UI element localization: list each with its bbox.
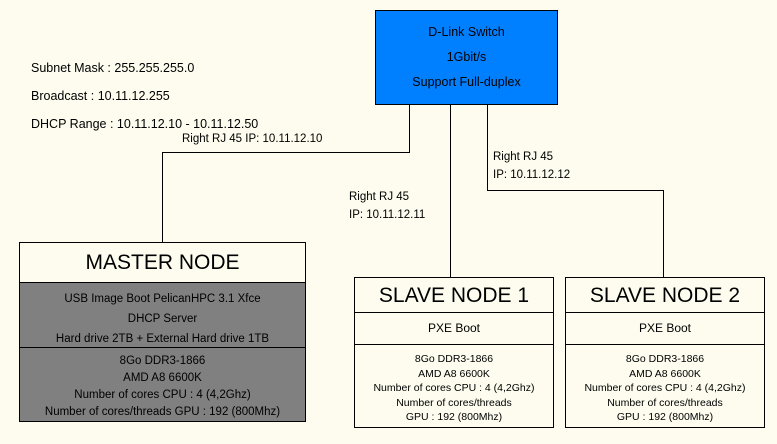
broadcast-text: Broadcast : 10.11.12.255	[31, 89, 170, 103]
network-settings-block: Subnet Mask : 255.255.255.0 Broadcast : …	[31, 54, 258, 138]
slave-node-2-specs-section: 8Go DDR3-1866 AMD A8 6600K Number of cor…	[566, 344, 764, 427]
subnet-mask-text: Subnet Mask : 255.255.255.0	[31, 61, 195, 75]
slave-node-1-specs-section: 8Go DDR3-1866 AMD A8 6600K Number of cor…	[355, 344, 553, 427]
switch-speed: 1Gbit/s	[446, 50, 487, 64]
master-spec-line-3: Number of cores CPU : 4 (4,2Ghz)	[74, 389, 251, 401]
master-node-title: MASTER NODE	[20, 243, 305, 283]
link-label-master-text: Right RJ 45 IP: 10.11.12.10	[182, 133, 323, 145]
slave-node-1-spec-line-5: GPU : 192 (800Mhz)	[405, 411, 503, 423]
slave-node-1-title: SLAVE NODE 1	[355, 278, 553, 313]
switch-duplex: Support Full-duplex	[412, 75, 521, 89]
slave-node-2: SLAVE NODE 2 PXE Boot 8Go DDR3-1866 AMD …	[565, 277, 765, 428]
master-node: MASTER NODE USB Image Boot PelicanHPC 3.…	[19, 242, 306, 422]
slave-node-2-spec-line-1: 8Go DDR3-1866	[625, 353, 705, 365]
link-label-slave2-port: Right RJ 45	[493, 151, 554, 163]
master-node-specs-section: 8Go DDR3-1866 AMD A8 6600K Number of cor…	[20, 347, 305, 421]
slave-node-1-spec-line-4: Number of cores/threads	[396, 396, 512, 409]
link-label-slave1-ip: IP: 10.11.12.11	[349, 209, 426, 221]
slave-node-1-boot-section: PXE Boot	[355, 313, 553, 344]
link-label-slave1-port: Right RJ 45	[349, 191, 410, 203]
master-node-boot-section: USB Image Boot PelicanHPC 3.1 Xfce DHCP …	[20, 283, 305, 347]
connector-slave1-vertical	[450, 105, 451, 278]
master-spec-line-4: Number of cores/threads GPU : 192 (800Mh…	[44, 406, 281, 418]
master-spec-line-2: AMD A8 6600K	[123, 372, 202, 384]
master-boot-line-2: DHCP Server	[127, 313, 198, 325]
slave-node-2-title: SLAVE NODE 2	[566, 278, 764, 313]
slave-node-1-spec-line-2: AMD A8 6600K	[418, 367, 490, 380]
slave-node-2-spec-line-3: Number of cores CPU : 4 (4,2Ghz)	[584, 382, 746, 394]
slave-node-2-boot-section: PXE Boot	[566, 313, 764, 344]
connector-master-horizontal	[162, 152, 410, 153]
slave-node-2-spec-line-5: GPU : 192 (800Mhz)	[616, 411, 714, 423]
switch-node: D-Link Switch 1Gbit/s Support Full-duple…	[375, 10, 558, 105]
slave-node-1-boot-text: PXE Boot	[427, 321, 481, 335]
connector-slave2-vertical-top	[487, 105, 488, 190]
slave-node-1: SLAVE NODE 1 PXE Boot 8Go DDR3-1866 AMD …	[354, 277, 554, 428]
connector-slave2-horizontal	[487, 190, 664, 191]
slave-node-1-spec-line-3: Number of cores CPU : 4 (4,2Ghz)	[373, 382, 535, 394]
link-label-slave2: Right RJ 45 IP: 10.11.12.12	[493, 148, 570, 184]
switch-name: D-Link Switch	[428, 25, 505, 39]
slave-node-2-spec-line-2: AMD A8 6600K	[629, 367, 701, 380]
link-label-master: Right RJ 45 IP: 10.11.12.10	[182, 130, 322, 148]
connector-slave2-vertical-bottom	[663, 190, 664, 278]
slave-node-2-spec-line-4: Number of cores/threads	[607, 396, 723, 409]
connector-master-vertical-bottom	[162, 152, 163, 243]
master-boot-line-1: USB Image Boot PelicanHPC 3.1 Xfce	[64, 293, 261, 305]
master-spec-line-1: 8Go DDR3-1866	[119, 355, 206, 367]
master-boot-line-3: Hard drive 2TB + External Hard drive 1TB	[55, 333, 270, 345]
link-label-slave1: Right RJ 45 IP: 10.11.12.11	[349, 188, 425, 224]
link-label-slave2-ip: IP: 10.11.12.12	[493, 169, 571, 181]
slave-node-2-boot-text: PXE Boot	[638, 321, 692, 335]
dhcp-range-text: DHCP Range : 10.11.12.10 - 10.11.12.50	[31, 117, 259, 131]
connector-master-vertical-top	[409, 105, 410, 153]
slave-node-1-spec-line-1: 8Go DDR3-1866	[414, 353, 494, 365]
